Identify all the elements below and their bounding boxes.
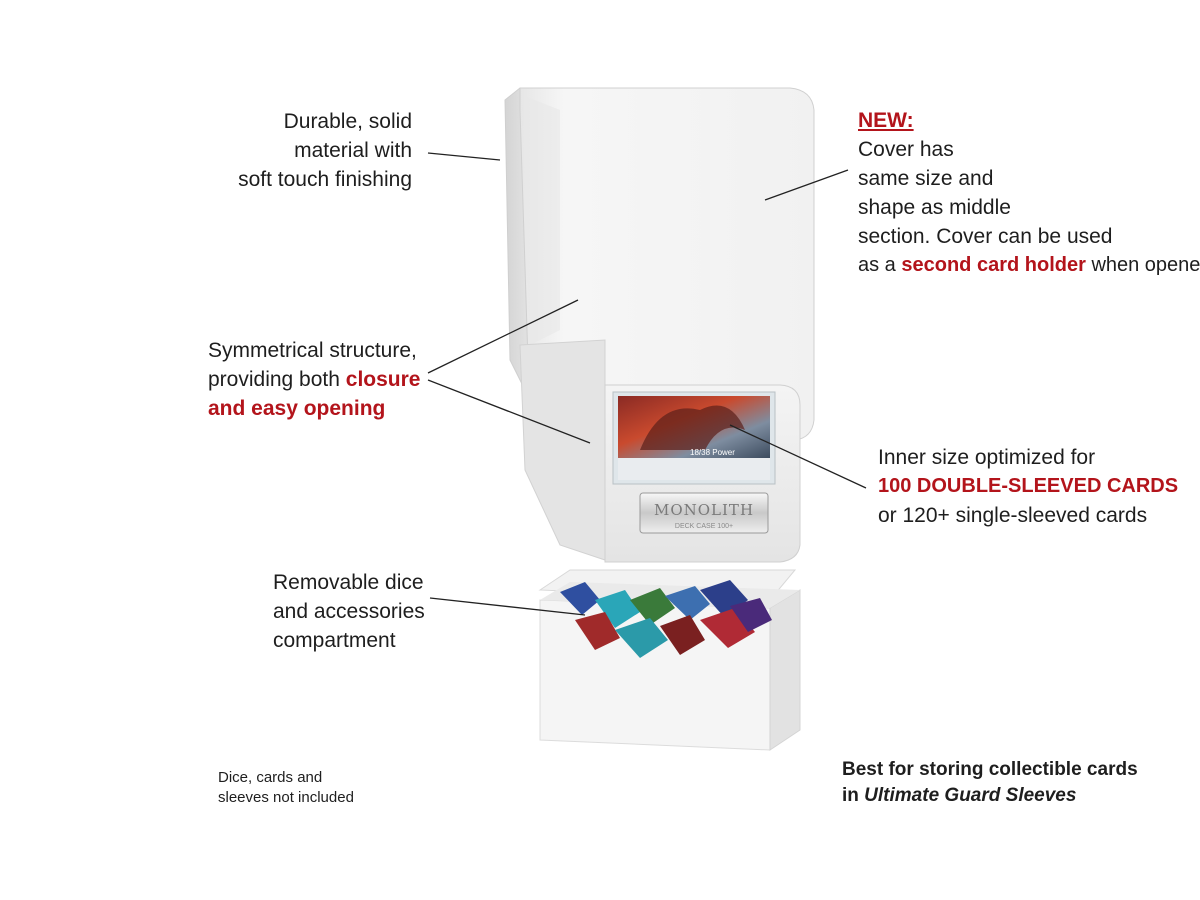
name-plate-subtext: DECK CASE 100+ xyxy=(675,523,733,530)
disclaimer-line1: Dice, cards and xyxy=(218,769,323,786)
new-line5-highlight: second card holder xyxy=(901,254,1086,276)
inner-line1: Inner size optimized for xyxy=(878,446,1096,469)
leader-lines xyxy=(427,152,867,616)
best-line2-italic: Ultimate Guard Sleeves xyxy=(864,785,1077,806)
card-caption: 18/38 Power xyxy=(690,448,735,457)
best-line1: Best for storing collectible cards xyxy=(842,759,1138,780)
disclaimer-line2: sleeves not included xyxy=(218,789,354,806)
best-line2: in Ultimate Guard Sleeves xyxy=(842,783,1182,809)
disclaimer: Dice, cards and sleeves not included xyxy=(218,768,418,808)
durable-line2: material with xyxy=(294,139,412,162)
sym-line1: Symmetrical structure, xyxy=(208,339,417,362)
new-line5-prefix: as a xyxy=(858,254,896,276)
new-line1: Cover has xyxy=(858,138,954,161)
removable-line1: Removable dice xyxy=(273,571,424,594)
durable-line1: Durable, solid xyxy=(283,110,412,133)
new-line5-suffix: when opened xyxy=(1091,254,1200,276)
sym-line2-highlight: closure xyxy=(345,368,421,391)
middle-section-side xyxy=(519,339,606,561)
name-plate xyxy=(639,492,769,534)
inner-line3: or 120+ single-sleeved cards xyxy=(878,504,1148,527)
annotation-inner-size: Inner size optimized for 100 DOUBLE-SLEE… xyxy=(878,443,1188,530)
annotation-removable: Removable dice and accessories compartme… xyxy=(273,568,453,655)
new-line2: same size and xyxy=(858,167,994,190)
new-heading: NEW: xyxy=(858,109,914,132)
new-line3: shape as middle xyxy=(858,196,1011,219)
best-line2-prefix: in xyxy=(842,785,859,806)
annotation-durable: Durable, solid material with soft touch … xyxy=(180,107,412,194)
new-line5: as a second card holder when opened xyxy=(858,251,1200,280)
annotation-new-cover: NEW: Cover has same size and shape as mi… xyxy=(858,106,1200,280)
sym-line2: providing both closure xyxy=(208,365,448,394)
sym-line2-prefix: providing both xyxy=(208,368,340,391)
sym-line3: and easy opening xyxy=(208,397,386,420)
removable-line2: and accessories xyxy=(273,600,425,623)
annotation-symmetrical: Symmetrical structure, providing both cl… xyxy=(208,336,448,423)
new-line4: section. Cover can be used xyxy=(858,225,1113,248)
best-for: Best for storing collectible cards in Ul… xyxy=(842,757,1182,809)
inner-line2: 100 DOUBLE-SLEEVED CARDS xyxy=(878,475,1179,497)
dice xyxy=(560,580,772,658)
name-plate-text: MONOLITH xyxy=(654,501,754,519)
tray-side xyxy=(769,589,801,751)
durable-line3: soft touch finishing xyxy=(238,168,412,191)
removable-line3: compartment xyxy=(273,629,396,652)
